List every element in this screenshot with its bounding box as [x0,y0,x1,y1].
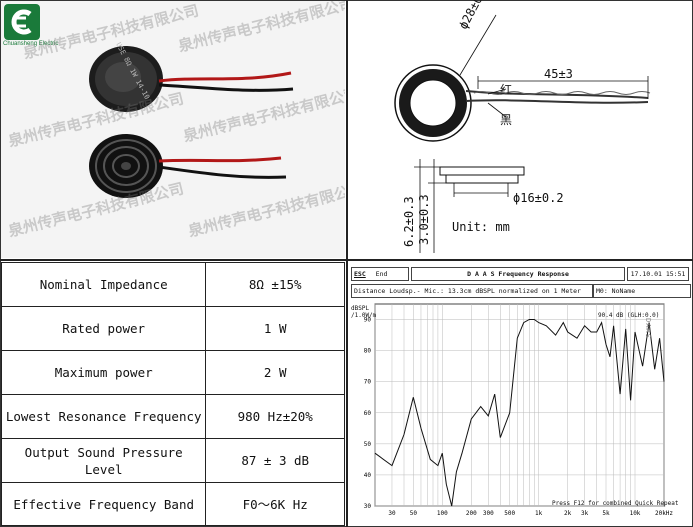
spec-label: Rated power [0,306,207,351]
y-unit-sublabel: /1.0W/m [351,312,377,319]
response-curve [374,319,665,507]
total-height-dimension: 6.2±0.3 [402,196,416,247]
y-tick-label: 50 [364,441,372,448]
x-tick-label: 1k [535,510,543,517]
measurement-description: Distance Loudsp.- Mic.: 13.3cm dBSPL nor… [351,284,593,298]
speaker-photo-art [89,46,294,198]
spec-value: 87 ± 3 dB [205,438,345,483]
company-logo [4,4,40,40]
spec-value: F0～6K Hz [205,482,345,526]
table-row: Effective Frequency Band F0～6K Hz [0,482,345,526]
drawing-art [394,14,651,253]
table-row: Nominal Impedance 8Ω ±15% [0,262,345,307]
frequency-response-chart: 90 80 70 60 50 40 30 30 50 100 200 300 500 1k 2k 3k 5k 10… [364,303,673,517]
y-tick-label: 70 [364,379,372,386]
red-wire-label: 红 [500,83,513,97]
table-row: Lowest Resonance Frequency 980 Hz±20% [0,394,345,439]
esc-end-bar: ESC End [351,267,409,281]
divider-vertical [346,0,348,527]
y-tick-label: 30 [364,503,372,510]
table-row: Maximum power 2 W [0,350,345,395]
spec-value: 8Ω ±15% [205,262,345,307]
x-tick-label: 20kHz [655,510,673,517]
lead-length-dimension: 45±3 [544,67,573,81]
spec-label: Output Sound Pressure Level [0,438,207,483]
chart-footer: Press F12 for combined Quick Repeat [552,500,679,507]
x-tick-label: 10k [630,510,641,517]
daas-brand: DAAS [644,318,652,339]
x-tick-label: 500 [504,510,515,517]
response-title: D A A S Frequency Response [411,267,625,281]
plot-frame [374,303,665,507]
y-unit-label: dBSPL [351,305,370,312]
table-row: Rated power 1 W [0,306,345,351]
inner-diameter-dimension: ϕ16±0.2 [513,191,564,205]
x-tick-label: 3k [581,510,589,517]
timestamp: 17.10.01 15:51 [627,267,689,281]
y-tick-label: 40 [364,472,372,479]
x-tick-label: 100 [437,510,448,517]
dimension-drawing: ϕ28±0.3 45±3 红 黑 ϕ16±0.2 6.2±0.3 3.0±0.3… [348,0,692,258]
unit-label: Unit: mm [452,220,510,234]
measurement-name: M0: NoName [593,284,691,298]
spec-value: 980 Hz±20% [205,394,345,439]
body-height-dimension: 3.0±0.3 [417,194,431,245]
spec-label: Nominal Impedance [0,262,207,307]
x-tick-label: 2k [564,510,572,517]
spec-label: Effective Frequency Band [0,482,207,526]
x-tick-label: 300 [483,510,494,517]
y-tick-label: 80 [364,348,372,355]
x-tick-label: 200 [466,510,477,517]
spec-label: Maximum power [0,350,207,395]
spec-table: Nominal Impedance 8Ω ±15% Rated power 1 … [0,262,345,526]
spec-value: 1 W [205,306,345,351]
spec-label: Lowest Resonance Frequency [0,394,207,439]
x-tick-label: 5k [602,510,610,517]
y-tick-label: 60 [364,410,372,417]
esc-key: ESC [354,270,366,278]
x-tick-label: 30 [388,510,396,517]
frequency-response-panel: ESC End D A A S Frequency Response 17.10… [348,262,692,526]
logo-icon [11,9,32,35]
end-label: End [375,270,388,278]
level-marker: 90.4 dB (GLH:0.0) [598,312,660,319]
x-tick-label: 50 [410,510,418,517]
table-row: Output Sound Pressure Level 87 ± 3 dB [0,438,345,483]
product-photo: Chuansheng Electric 泉州传声电子科技有限公司 泉州传声电子科… [1,1,345,258]
black-wire-label: 黑 [500,113,513,127]
divider-horizontal [0,259,693,261]
spec-value: 2 W [205,350,345,395]
y-tick-label: 90 [364,317,372,324]
logo-caption: Chuansheng Electric [3,41,59,47]
